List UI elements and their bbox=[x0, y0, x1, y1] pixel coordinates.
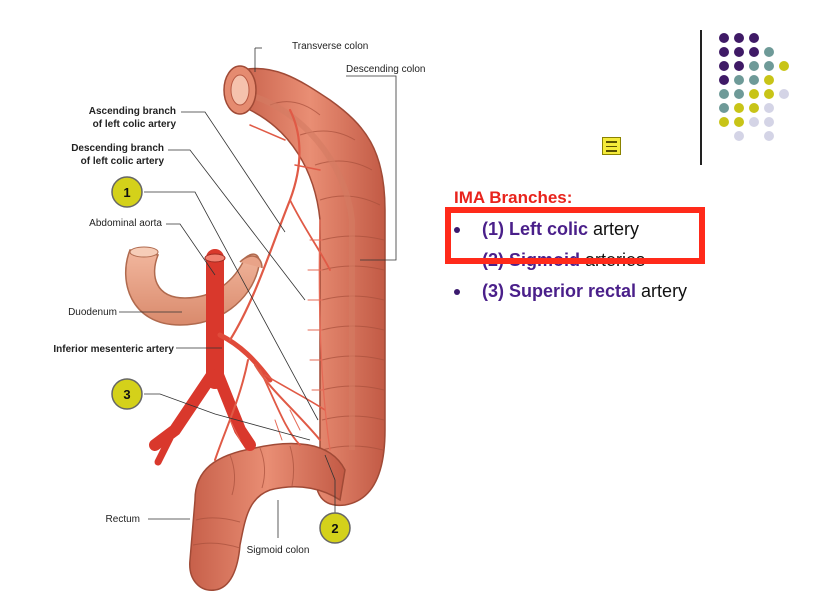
dot bbox=[749, 33, 759, 43]
dot bbox=[749, 89, 759, 99]
dot bbox=[749, 117, 759, 127]
descending-colon-shape bbox=[234, 67, 386, 506]
dot bbox=[719, 89, 729, 99]
label-descending-branch-2: of left colic artery bbox=[81, 156, 165, 167]
dot bbox=[764, 47, 774, 57]
dot bbox=[719, 103, 729, 113]
badge-3: 3 bbox=[111, 378, 143, 410]
svg-text:3: 3 bbox=[123, 387, 130, 402]
item-bold: (3) Superior rectal bbox=[482, 281, 637, 301]
dot bbox=[764, 61, 774, 71]
label-rectum: Rectum bbox=[106, 514, 140, 525]
label-descending-colon: Descending colon bbox=[346, 64, 426, 75]
leader-lines bbox=[119, 47, 397, 538]
dot bbox=[764, 103, 774, 113]
highlight-box bbox=[445, 207, 705, 264]
item-bold: (1) Left colic bbox=[482, 219, 589, 239]
dot bbox=[734, 33, 744, 43]
dot bbox=[734, 89, 744, 99]
bullet-dot bbox=[454, 227, 460, 233]
dot bbox=[719, 47, 729, 57]
dot bbox=[779, 89, 789, 99]
dot bbox=[734, 117, 744, 127]
dot bbox=[734, 61, 744, 71]
item-rest: artery bbox=[588, 219, 640, 239]
dot bbox=[764, 89, 774, 99]
label-inferior-mesenteric-artery: Inferior mesenteric artery bbox=[53, 344, 174, 355]
label-abdominal-aorta: Abdominal aorta bbox=[89, 218, 162, 229]
dot bbox=[719, 33, 729, 43]
transverse-colon-end bbox=[223, 65, 257, 115]
dot bbox=[749, 47, 759, 57]
dot bbox=[764, 131, 774, 141]
list-item: (3) Superior rectal artery bbox=[452, 276, 812, 307]
slide-heading: IMA Branches: bbox=[454, 188, 573, 207]
list-item: (1) Left colic artery bbox=[452, 214, 812, 245]
dot bbox=[734, 103, 744, 113]
label-descending-branch-1: Descending branch bbox=[71, 143, 164, 154]
dot bbox=[779, 61, 789, 71]
svg-text:2: 2 bbox=[331, 521, 338, 536]
arteries bbox=[149, 108, 331, 466]
divider-line bbox=[700, 30, 702, 165]
dot bbox=[719, 61, 729, 71]
dot bbox=[749, 61, 759, 71]
label-ascending-branch-2: of left colic artery bbox=[93, 119, 177, 130]
badge-2: 2 bbox=[319, 512, 351, 544]
duodenum-shape bbox=[124, 246, 263, 326]
label-transverse-colon: Transverse colon bbox=[292, 41, 368, 52]
dot bbox=[764, 117, 774, 127]
dot bbox=[719, 75, 729, 85]
label-sigmoid-colon: Sigmoid colon bbox=[247, 545, 310, 556]
note-icon[interactable] bbox=[602, 137, 621, 155]
dot bbox=[749, 103, 759, 113]
svg-text:1: 1 bbox=[123, 185, 130, 200]
sigmoid-rectum-shape bbox=[189, 442, 346, 591]
dot bbox=[734, 131, 744, 141]
item-rest: artery bbox=[636, 281, 688, 301]
label-ascending-branch-1: Ascending branch bbox=[89, 106, 176, 117]
bullet-dot bbox=[454, 289, 460, 295]
label-duodenum: Duodenum bbox=[68, 307, 117, 318]
dot bbox=[734, 47, 744, 57]
dot bbox=[719, 117, 729, 127]
dot bbox=[764, 75, 774, 85]
dot bbox=[734, 75, 744, 85]
badge-1: 1 bbox=[111, 176, 143, 208]
dot bbox=[749, 75, 759, 85]
